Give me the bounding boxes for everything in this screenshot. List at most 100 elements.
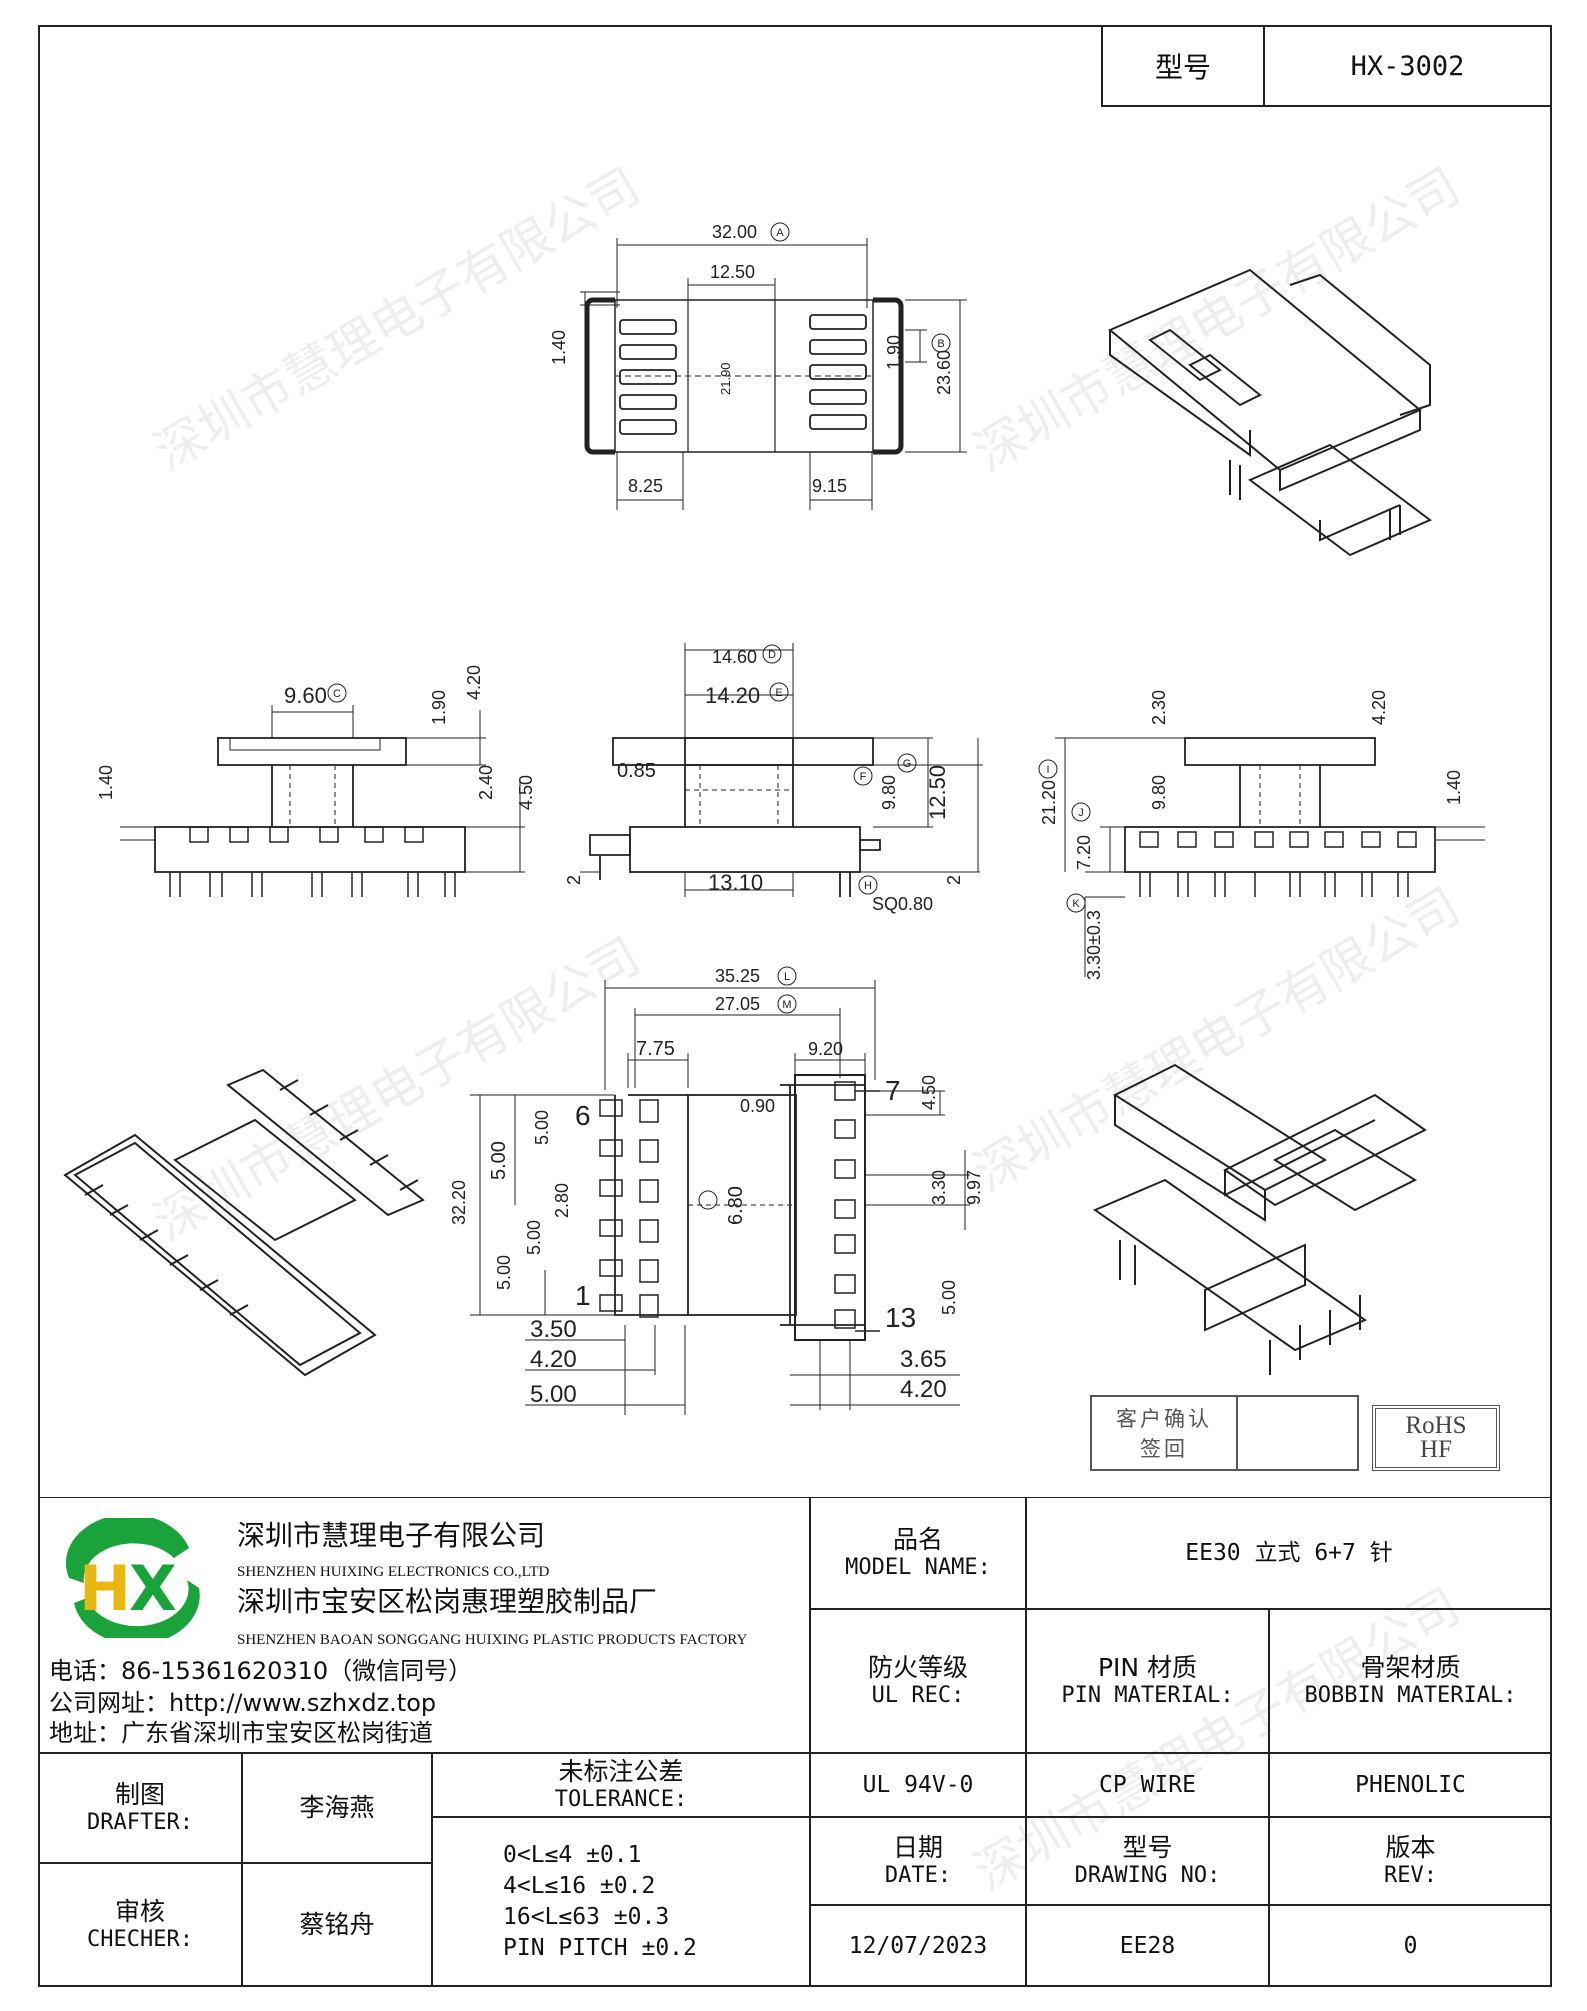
ref-mark: K: [1072, 898, 1080, 910]
dim-text: 23.60: [934, 350, 954, 395]
label-cn: 制图: [114, 1779, 165, 1809]
label-en: DRAFTER:: [87, 1809, 193, 1835]
dim-text: 21.90: [718, 362, 733, 395]
company-phone: 电话：86-15361620310（微信同号）: [49, 1657, 473, 1685]
value: 蔡铭舟: [299, 1909, 375, 1939]
pin-number: 1: [575, 1280, 591, 1311]
dim-text: 5.00: [939, 1280, 959, 1315]
ref-mark: D: [768, 649, 776, 661]
front-view: [580, 643, 983, 897]
dim-text: 3.30: [929, 1170, 949, 1205]
dim-text: 6.80: [725, 1186, 747, 1225]
dim-text: 4.50: [516, 775, 536, 810]
customer-confirm-line1: 客户确认: [1116, 1407, 1212, 1431]
tolerance-line: 16<L≤63 ±0.3: [503, 1904, 670, 1930]
ref-mark: G: [903, 758, 912, 770]
label-cn: 日期: [892, 1832, 943, 1862]
dim-text: 4.50: [919, 1075, 939, 1110]
rohs-line1: RoHS: [1405, 1412, 1467, 1440]
label-cn: PIN 材质: [1097, 1652, 1198, 1682]
bobbin-material-label: 骨架材质 BOBBIN MATERIAL:: [1269, 1609, 1552, 1753]
dim-text: 3.30±0.3: [1084, 910, 1104, 980]
dim-text: 2.40: [476, 765, 496, 800]
dim-text: 1.90: [884, 335, 904, 370]
ref-mark: H: [864, 880, 872, 892]
dim-text: 14.20: [705, 683, 760, 708]
model-name-label: 品名 MODEL NAME:: [810, 1497, 1026, 1609]
pin-number: 7: [885, 1075, 901, 1106]
value: 李海燕: [299, 1792, 375, 1822]
dim-text: 8.25: [628, 476, 663, 496]
dim-text: 27.05: [715, 994, 760, 1014]
dim-text: 5.00: [494, 1255, 514, 1290]
drawing-no-value: EE28: [1026, 1905, 1269, 1987]
ref-mark: C: [333, 688, 341, 700]
dim-text: 3.50: [530, 1316, 577, 1343]
dim-text: 1.40: [549, 330, 569, 365]
tolerance-line: 0<L≤4 ±0.1: [503, 1841, 642, 1868]
left-side-view: [120, 705, 525, 897]
ref-mark: L: [784, 971, 790, 983]
company-name-en: SHENZHEN HUIXING ELECTRONICS CO.,LTD: [237, 1564, 550, 1580]
title-block: H X 深圳市慧理电子有限公司 SHENZHEN HUIXING ELECTRO…: [38, 1497, 1552, 1987]
dim-text: 2: [564, 875, 584, 885]
label-en: UL REC:: [871, 1682, 965, 1708]
label-cn: 型号: [1122, 1832, 1173, 1862]
rohs-line2: HF: [1420, 1436, 1452, 1463]
dim-text: 3.65: [900, 1346, 947, 1373]
dim-text: 32.00: [712, 222, 757, 242]
customer-confirm-box: 客户确认 签回: [1090, 1395, 1359, 1471]
label-en: CHECHER:: [87, 1926, 193, 1952]
company-name-cn: 深圳市慧理电子有限公司: [237, 1519, 546, 1552]
ref-mark: M: [782, 999, 791, 1011]
label-en: MODEL NAME:: [845, 1554, 991, 1580]
dim-text: 9.60: [284, 683, 327, 708]
dim-text: 9.80: [879, 775, 899, 810]
company-logo: H X: [65, 1518, 200, 1638]
checker-label: 审核 CHECHER:: [38, 1863, 242, 1987]
logo-letter-x: X: [129, 1552, 177, 1625]
dim-text: 14.60: [712, 647, 757, 667]
dim-text: 2.80: [552, 1183, 572, 1218]
checker-value: 蔡铭舟: [242, 1863, 432, 1987]
dim-text: 5.00: [524, 1220, 544, 1255]
dim-text: 5.00: [488, 1141, 510, 1180]
pin-material-value: CP WIRE: [1026, 1753, 1269, 1817]
dim-text: 9.15: [812, 476, 847, 496]
iso-view-bottom-right: [1092, 1063, 1427, 1375]
value: EE28: [1119, 1932, 1176, 1959]
ref-mark: I: [1046, 764, 1049, 776]
dim-text: 2.30: [1149, 690, 1169, 725]
factory-name-cn: 深圳市宝安区松岗惠理塑胶制品厂: [237, 1585, 658, 1618]
factory-name-en: SHENZHEN BAOAN SONGGANG HUIXING PLASTIC …: [237, 1632, 748, 1648]
customer-confirm-label: 客户确认 签回: [1092, 1397, 1238, 1469]
customer-confirm-line2: 签回: [1140, 1437, 1188, 1461]
label-cn: 未标注公差: [558, 1756, 684, 1786]
label-cn: 骨架材质: [1360, 1652, 1461, 1682]
logo-letter-h: H: [79, 1552, 131, 1625]
dim-text: 7.75: [636, 1038, 675, 1060]
technical-drawing: 32.00 12.50 1.40 21.90 1.90 23.60 8.25 9…: [63, 222, 1485, 1415]
pin-number: 13: [885, 1302, 916, 1333]
model-value: HX-3002: [1350, 50, 1465, 82]
rev-label: 版本 REV:: [1269, 1817, 1552, 1905]
ref-mark: F: [860, 771, 867, 783]
company-address: 地址：广东省深圳市宝安区松岗街道: [49, 1719, 433, 1747]
tolerance-line: 4<L≤16 ±0.2: [503, 1872, 656, 1899]
rohs-stamp: RoHS HF: [1372, 1405, 1500, 1471]
label-cn: 防火等级: [867, 1652, 968, 1682]
dim-text: 4.20: [900, 1376, 947, 1403]
dim-text: 5.00: [530, 1381, 577, 1408]
drawing-no-label: 型号 DRAWING NO:: [1026, 1817, 1269, 1905]
model-name-value: EE30 立式 6+7 针: [1026, 1497, 1552, 1609]
dim-text: 12.50: [925, 765, 950, 820]
dim-text: 12.50: [710, 262, 755, 282]
dim-text: 7.20: [1074, 835, 1094, 870]
label-en: TOLERANCE:: [554, 1786, 688, 1812]
company-area: H X 深圳市慧理电子有限公司 SHENZHEN HUIXING ELECTRO…: [38, 1497, 810, 1753]
bottom-view: [470, 980, 970, 1415]
model-header-box: 型号 HX-3002: [1101, 25, 1552, 107]
ul-rec-label: 防火等级 UL REC:: [810, 1609, 1026, 1753]
tolerance-label: 未标注公差 TOLERANCE:: [432, 1753, 810, 1817]
label-en: BOBBIN MATERIAL:: [1304, 1682, 1517, 1708]
